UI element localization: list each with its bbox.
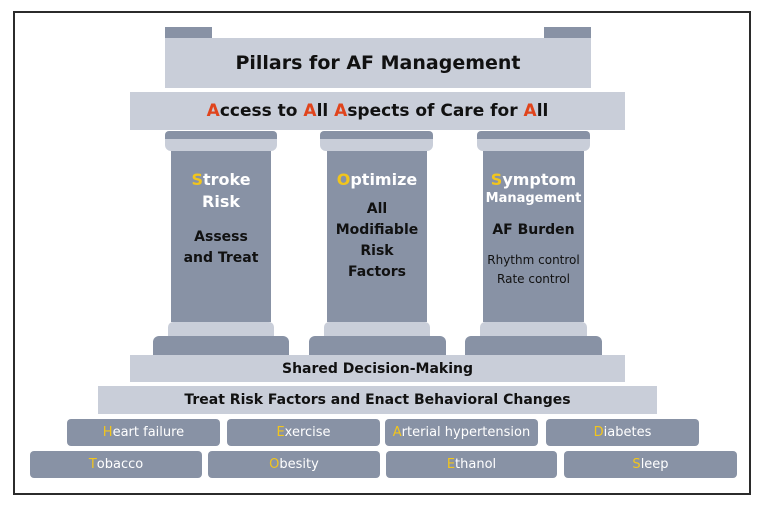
pillar-text: and Treat [183, 250, 259, 266]
factor-letter: H [102, 425, 113, 440]
factor-text: besity [279, 457, 319, 472]
factor-letter: S [632, 457, 641, 472]
pillar-capital [477, 139, 590, 151]
pillar-capital [165, 131, 277, 141]
pillar-base [480, 322, 587, 337]
pillar-text: Factors [347, 264, 407, 280]
access-text: ll [316, 101, 335, 121]
factor-letter: E [276, 425, 285, 440]
pillar-text: Rhythm control [487, 253, 580, 267]
pillar-base [168, 322, 274, 337]
pillar-text: Rate control [497, 272, 570, 286]
access-letter: A [523, 101, 537, 121]
pillar-letter: S [191, 170, 203, 189]
factor-text: rterial hypertension [401, 425, 531, 440]
factor-letter: A [392, 425, 402, 440]
pillar-text: Assess [194, 229, 248, 245]
pillar-letter: S [490, 170, 503, 189]
pillar-heading: Management [485, 191, 582, 206]
pillar-letter: O [336, 170, 351, 189]
pillar-heading: troke [202, 170, 251, 189]
access-letter: A [206, 101, 220, 121]
factor-text: xercise [284, 425, 331, 440]
factor-text: obacco [96, 457, 144, 472]
pillar-text: Modifiable [335, 222, 419, 238]
pillar-foot [309, 336, 446, 355]
factor-letter: D [593, 425, 604, 440]
access-text: spects of Care for [347, 101, 524, 121]
pillar-base [324, 322, 430, 337]
roof-tab-left [165, 27, 212, 39]
pillar-capital [320, 131, 433, 141]
diagram-frame [13, 11, 751, 495]
treat-risk-factors-bar: Treat Risk Factors and Enact Behavioral … [98, 386, 657, 414]
factor-text: iabetes [603, 425, 652, 440]
factor-letter: E [446, 457, 456, 472]
factor-text: leep [640, 457, 669, 472]
pillar-text: Risk [360, 243, 394, 259]
pillar-heading: ymptom [502, 170, 577, 189]
roof-tab-right [544, 27, 591, 39]
access-letter: A [334, 101, 348, 121]
pillar-text: All [366, 201, 388, 217]
pillar-capital [477, 131, 590, 141]
factor-letter: T [88, 457, 97, 472]
pillar-symptom-management: Symptom Management AF Burden Rhythm cont… [483, 151, 584, 322]
diagram-title: Pillars for AF Management [165, 38, 591, 88]
pillar-capital [165, 139, 277, 151]
factor-text: eart failure [112, 425, 185, 440]
access-text: ll [536, 101, 549, 121]
access-letter: A [303, 101, 317, 121]
pillar-foot [465, 336, 602, 355]
pillar-stroke-risk: Stroke Risk Assess and Treat [171, 151, 271, 322]
pillar-foot [153, 336, 289, 355]
access-text: ccess to [219, 101, 304, 121]
pillar-heading: Risk [202, 192, 240, 211]
pillar-heading: ptimize [350, 170, 418, 189]
shared-decision-bar: Shared Decision-Making [130, 355, 625, 382]
factor-text: thanol [455, 457, 497, 472]
pillar-capital [320, 139, 433, 151]
factor-letter: O [269, 457, 280, 472]
pillar-text: AF Burden [492, 222, 575, 238]
